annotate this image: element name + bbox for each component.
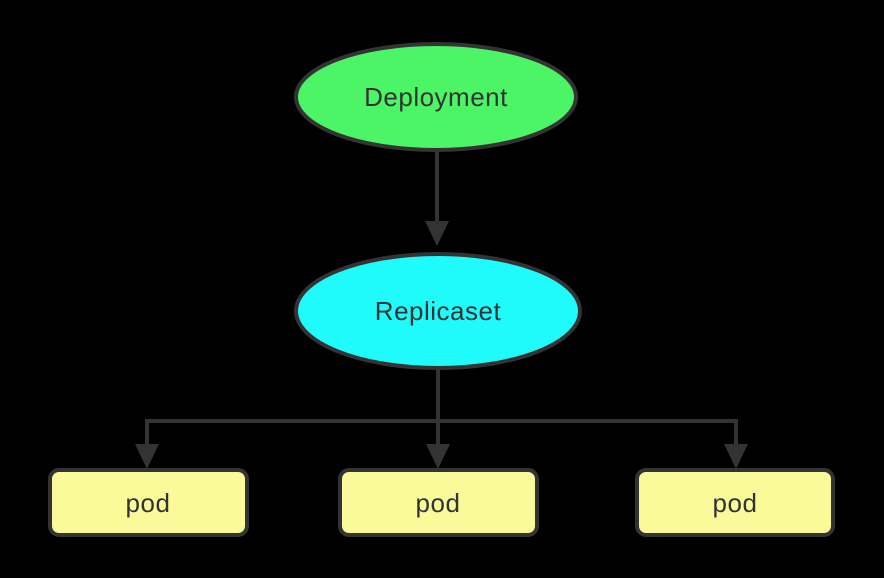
arrowhead-icon (425, 221, 449, 246)
node-pod-1: pod (48, 468, 249, 537)
node-replicaset: Replicaset (294, 252, 582, 370)
edge-replicaset-to-pods (135, 368, 748, 469)
replicaset-ellipse (294, 252, 582, 370)
deployment-ellipse (294, 42, 578, 152)
node-deployment: Deployment (294, 42, 578, 152)
edge-deployment-to-replicaset (425, 150, 449, 246)
pod-3-label: pod (713, 488, 758, 518)
deployment-label: Deployment (364, 82, 508, 112)
pod-1-label: pod (126, 488, 171, 518)
pod-3-box (635, 468, 835, 537)
arrowhead-icon (724, 444, 748, 469)
pod-1-box (48, 468, 249, 537)
replicaset-label: Replicaset (375, 296, 502, 326)
arrowhead-icon (426, 444, 450, 469)
node-pod-3: pod (635, 468, 835, 537)
pod-2-label: pod (416, 488, 461, 518)
node-pod-2: pod (338, 468, 539, 537)
arrowhead-icon (135, 444, 159, 469)
pod-2-box (338, 468, 539, 537)
